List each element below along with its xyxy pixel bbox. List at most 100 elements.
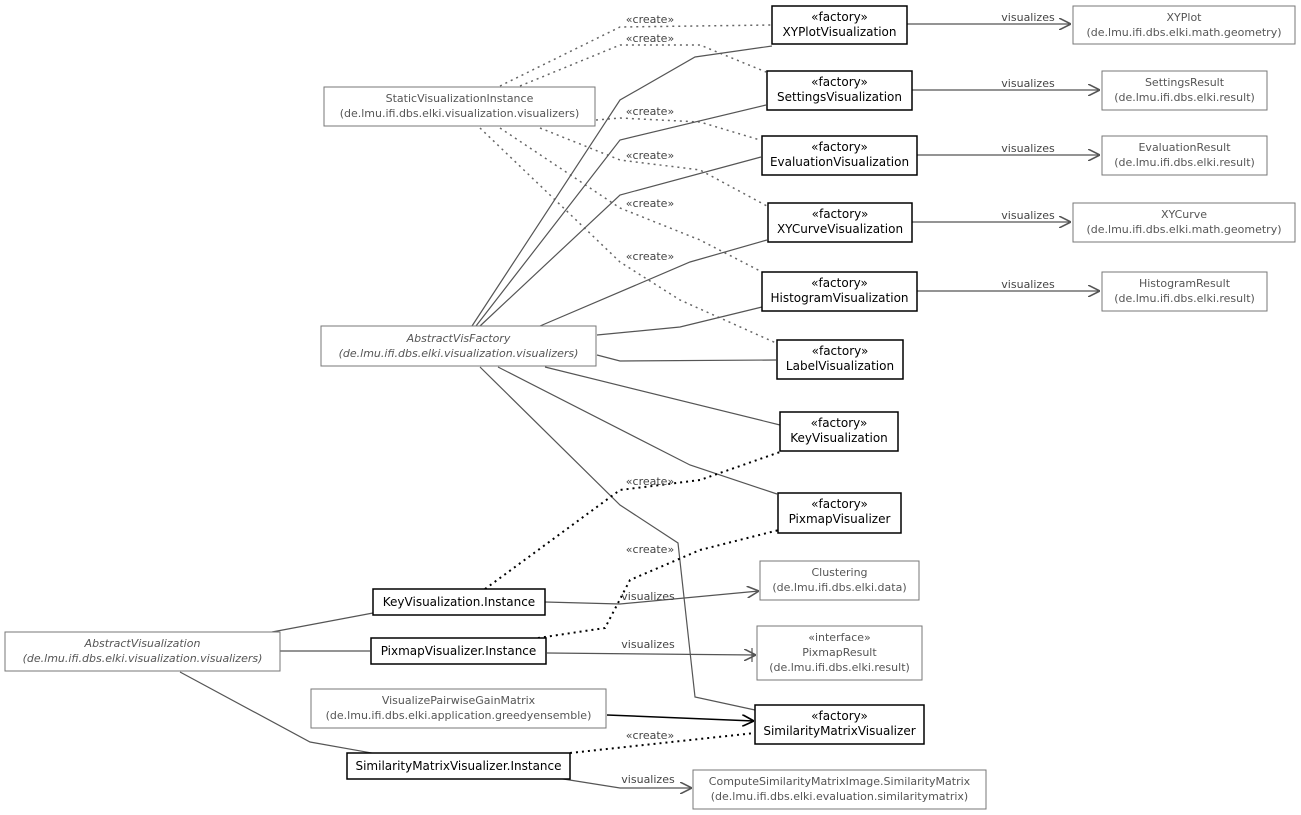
node-abstract-visualization[interactable]: AbstractVisualization (de.lmu.ifi.dbs.el… bbox=[4, 631, 281, 672]
svg-text:«factory»: «factory» bbox=[811, 276, 868, 290]
edge-inh-histogram bbox=[596, 306, 763, 336]
svg-text:EvaluationResult: EvaluationResult bbox=[1138, 141, 1231, 154]
svg-text:«interface»: «interface» bbox=[808, 631, 871, 644]
node-clustering[interactable]: Clustering (de.lmu.ifi.dbs.elki.data) bbox=[759, 560, 920, 601]
node-histogram-visualization[interactable]: «factory» HistogramVisualization bbox=[761, 271, 918, 312]
edge-vis-pixmap-result bbox=[546, 653, 756, 655]
label-visualizes: visualizes bbox=[1001, 278, 1055, 291]
edge-labels: «create» «create» «create» «create» «cre… bbox=[621, 11, 1055, 786]
label-create: «create» bbox=[626, 197, 674, 210]
visualizes-edges-bottom bbox=[544, 591, 759, 788]
svg-text:PixmapVisualizer.Instance: PixmapVisualizer.Instance bbox=[381, 644, 537, 658]
node-pixmap-result[interactable]: «interface» PixmapResult (de.lmu.ifi.dbs… bbox=[756, 625, 923, 681]
node-xycurve[interactable]: XYCurve (de.lmu.ifi.dbs.elki.math.geomet… bbox=[1072, 202, 1296, 243]
node-key-visualization[interactable]: «factory» KeyVisualization bbox=[779, 411, 899, 452]
node-label-visualization[interactable]: «factory» LabelVisualization bbox=[776, 339, 904, 380]
label-create: «create» bbox=[626, 149, 674, 162]
node-xyplot[interactable]: XYPlot (de.lmu.ifi.dbs.elki.math.geometr… bbox=[1072, 5, 1296, 45]
svg-text:Clustering: Clustering bbox=[811, 566, 867, 579]
edge-create-pixmap-inst bbox=[537, 529, 780, 639]
visualization-inheritance-edges bbox=[179, 612, 384, 756]
edge-vis-sim-matrix bbox=[556, 777, 692, 788]
node-evaluation-visualization[interactable]: «factory» EvaluationVisualization bbox=[761, 135, 918, 176]
label-visualizes: visualizes bbox=[621, 590, 675, 603]
edge-create-label bbox=[479, 127, 777, 344]
edge-inh-key-inst bbox=[271, 612, 374, 633]
svg-text:SimilarityMatrixVisualizer.Ins: SimilarityMatrixVisualizer.Instance bbox=[355, 759, 561, 773]
static-create-edges bbox=[479, 24, 777, 344]
edge-inh-xyplot bbox=[471, 45, 773, 327]
svg-text:(de.lmu.ifi.dbs.elki.result): (de.lmu.ifi.dbs.elki.result) bbox=[1114, 292, 1255, 305]
node-evaluation-result[interactable]: EvaluationResult (de.lmu.ifi.dbs.elki.re… bbox=[1101, 135, 1268, 176]
svg-text:XYPlot: XYPlot bbox=[1167, 11, 1203, 24]
svg-text:«factory»: «factory» bbox=[812, 344, 869, 358]
svg-text:SettingsVisualization: SettingsVisualization bbox=[777, 90, 902, 104]
svg-text:«factory»: «factory» bbox=[812, 207, 869, 221]
svg-text:(de.lmu.ifi.dbs.elki.visualiza: (de.lmu.ifi.dbs.elki.visualization.visua… bbox=[340, 107, 580, 120]
edge-inh-key bbox=[544, 366, 781, 426]
svg-text:(de.lmu.ifi.dbs.elki.math.geom: (de.lmu.ifi.dbs.elki.math.geometry) bbox=[1086, 223, 1281, 236]
svg-text:«factory»: «factory» bbox=[811, 75, 868, 89]
svg-text:SimilarityMatrixVisualizer: SimilarityMatrixVisualizer bbox=[763, 724, 915, 738]
label-visualizes: visualizes bbox=[1001, 11, 1055, 24]
node-static-visualization-instance[interactable]: StaticVisualizationInstance (de.lmu.ifi.… bbox=[323, 86, 596, 127]
node-pixmap-visualizer-instance[interactable]: PixmapVisualizer.Instance bbox=[370, 637, 547, 665]
svg-text:XYCurveVisualization: XYCurveVisualization bbox=[777, 222, 903, 236]
node-settings-result[interactable]: SettingsResult (de.lmu.ifi.dbs.elki.resu… bbox=[1101, 70, 1268, 111]
svg-text:«factory»: «factory» bbox=[811, 140, 868, 154]
edge-create-xycurve bbox=[539, 127, 768, 207]
node-xycurve-visualization[interactable]: «factory» XYCurveVisualization bbox=[767, 202, 913, 243]
svg-text:StaticVisualizationInstance: StaticVisualizationInstance bbox=[386, 92, 534, 105]
edge-inh-settings bbox=[475, 104, 767, 327]
node-similarity-matrix-visualizer-instance[interactable]: SimilarityMatrixVisualizer.Instance bbox=[346, 752, 571, 780]
edge-inh-similarity bbox=[479, 366, 756, 711]
svg-text:LabelVisualization: LabelVisualization bbox=[786, 359, 894, 373]
node-visualize-pairwise-gain-matrix[interactable]: VisualizePairwiseGainMatrix (de.lmu.ifi.… bbox=[310, 688, 607, 729]
svg-text:«factory»: «factory» bbox=[811, 10, 868, 24]
node-similarity-matrix[interactable]: ComputeSimilarityMatrixImage.SimilarityM… bbox=[692, 769, 987, 810]
label-visualizes: visualizes bbox=[1001, 209, 1055, 222]
node-key-visualization-instance[interactable]: KeyVisualization.Instance bbox=[372, 588, 546, 616]
label-visualizes: visualizes bbox=[621, 773, 675, 786]
edge-create-xyplot bbox=[499, 24, 773, 87]
svg-text:(de.lmu.ifi.dbs.elki.visualiza: (de.lmu.ifi.dbs.elki.visualization.visua… bbox=[23, 652, 263, 665]
edge-create-key-inst bbox=[484, 451, 781, 590]
svg-text:AbstractVisFactory: AbstractVisFactory bbox=[406, 332, 511, 345]
edge-inh-label bbox=[596, 354, 777, 362]
svg-text:(de.lmu.ifi.dbs.elki.visualiza: (de.lmu.ifi.dbs.elki.visualization.visua… bbox=[339, 347, 579, 360]
label-visualizes: visualizes bbox=[621, 638, 675, 651]
svg-text:HistogramResult: HistogramResult bbox=[1139, 277, 1231, 290]
label-create: «create» bbox=[626, 32, 674, 45]
edge-create-histogram bbox=[499, 127, 763, 273]
svg-text:«factory»: «factory» bbox=[811, 497, 868, 511]
svg-text:EvaluationVisualization: EvaluationVisualization bbox=[770, 155, 909, 169]
svg-text:SettingsResult: SettingsResult bbox=[1145, 76, 1225, 89]
svg-text:(de.lmu.ifi.dbs.elki.data): (de.lmu.ifi.dbs.elki.data) bbox=[772, 581, 906, 594]
node-xyplot-visualization[interactable]: «factory» XYPlotVisualization bbox=[771, 5, 908, 45]
node-similarity-matrix-visualizer[interactable]: «factory» SimilarityMatrixVisualizer bbox=[754, 704, 925, 745]
svg-text:(de.lmu.ifi.dbs.elki.evaluatio: (de.lmu.ifi.dbs.elki.evaluation.similari… bbox=[711, 790, 968, 803]
svg-text:(de.lmu.ifi.dbs.elki.result): (de.lmu.ifi.dbs.elki.result) bbox=[769, 661, 910, 674]
svg-text:PixmapVisualizer: PixmapVisualizer bbox=[789, 512, 891, 526]
svg-text:XYPlotVisualization: XYPlotVisualization bbox=[783, 25, 897, 39]
label-create: «create» bbox=[626, 729, 674, 742]
node-abstract-vis-factory[interactable]: AbstractVisFactory (de.lmu.ifi.dbs.elki.… bbox=[320, 325, 597, 367]
edge-vis-clustering bbox=[544, 591, 759, 605]
label-create: «create» bbox=[626, 250, 674, 263]
edges bbox=[179, 24, 1100, 788]
node-histogram-result[interactable]: HistogramResult (de.lmu.ifi.dbs.elki.res… bbox=[1101, 271, 1268, 312]
label-visualizes: visualizes bbox=[1001, 77, 1055, 90]
node-pixmap-visualizer[interactable]: «factory» PixmapVisualizer bbox=[777, 492, 902, 534]
edge-create-sim-inst bbox=[569, 732, 756, 754]
svg-text:(de.lmu.ifi.dbs.elki.result): (de.lmu.ifi.dbs.elki.result) bbox=[1114, 156, 1255, 169]
svg-text:«factory»: «factory» bbox=[811, 416, 868, 430]
svg-text:KeyVisualization: KeyVisualization bbox=[790, 431, 888, 445]
node-settings-visualization[interactable]: «factory» SettingsVisualization bbox=[766, 70, 913, 111]
svg-text:ComputeSimilarityMatrixImage.S: ComputeSimilarityMatrixImage.SimilarityM… bbox=[709, 775, 971, 788]
edge-inh-sim-inst bbox=[179, 671, 384, 756]
svg-text:«factory»: «factory» bbox=[811, 709, 868, 723]
factory-inheritance-edges bbox=[471, 45, 781, 711]
edge-create-evaluation bbox=[595, 117, 761, 141]
edge-inh-xycurve bbox=[539, 239, 768, 327]
